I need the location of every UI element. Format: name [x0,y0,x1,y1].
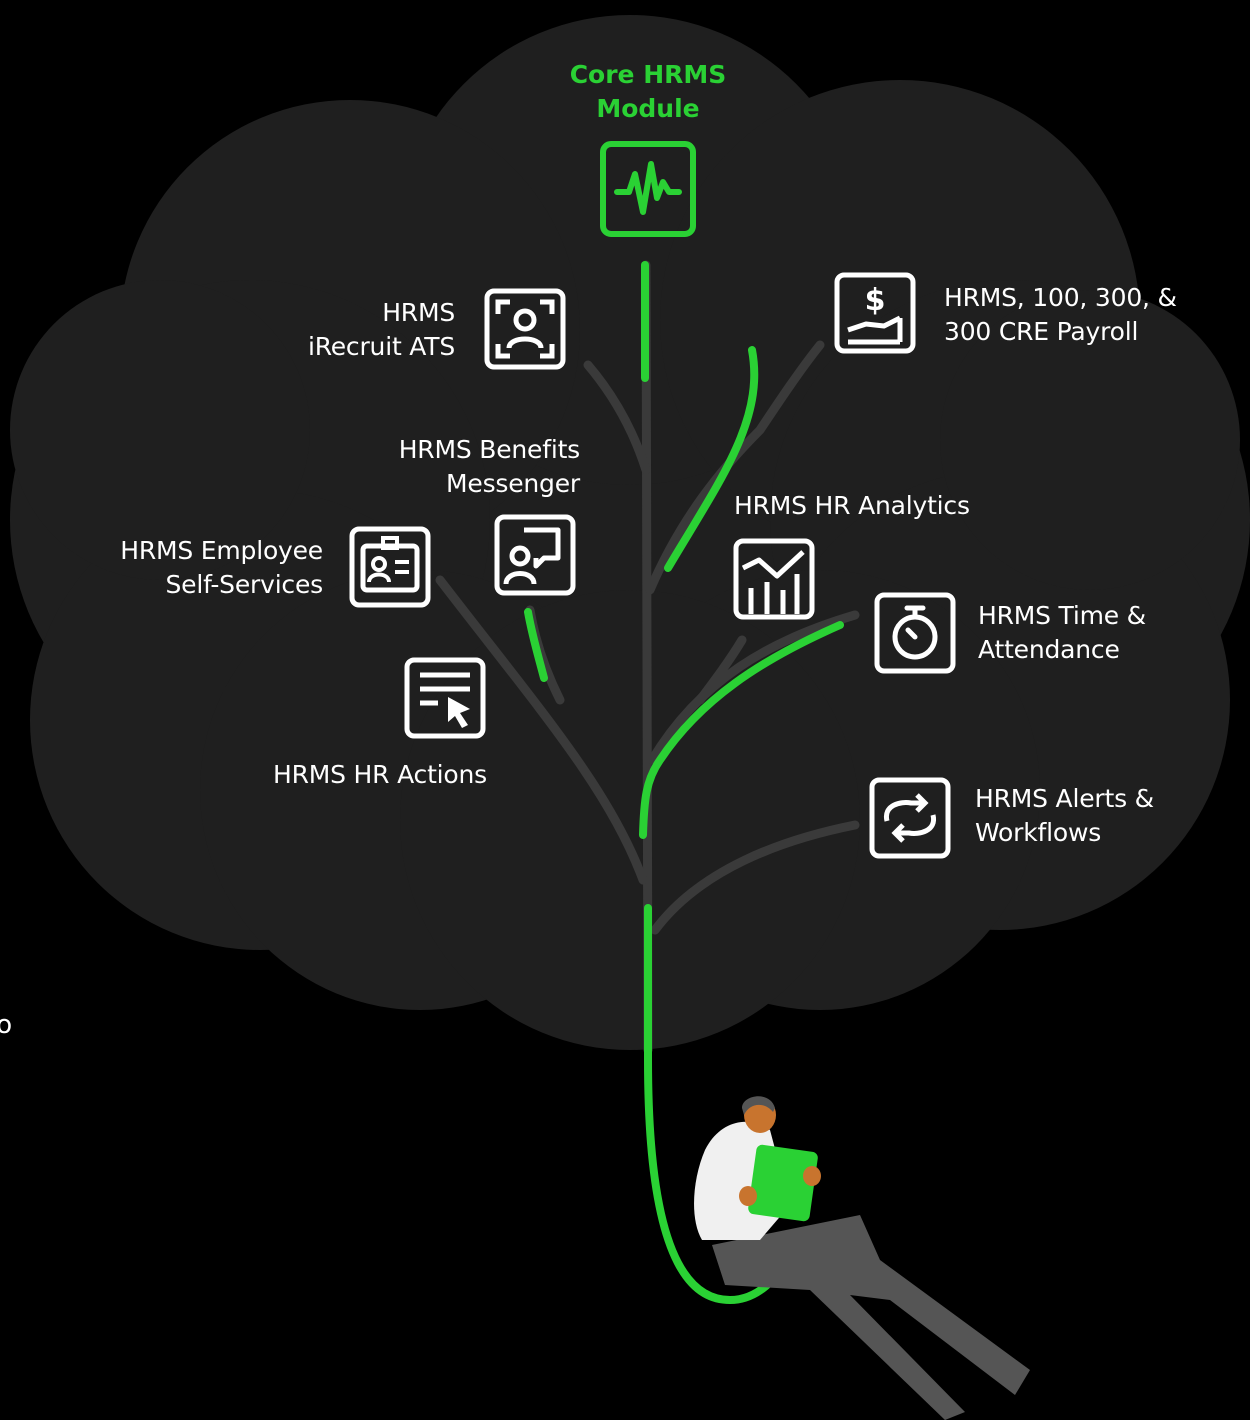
svg-text:$: $ [865,283,886,318]
selfservice-label-line2: Self-Services [165,570,324,599]
time-label-line1: HRMS Time & [978,601,1146,630]
selfservice-label: HRMS Employee Self-Services [80,534,323,602]
irecruit-label-line1: HRMS [382,298,455,327]
person-illustration [694,1096,1030,1420]
dollar-hand-icon: $ [834,272,916,354]
bar-chart-icon [733,538,815,620]
id-card-icon [349,526,431,608]
recruit-person-icon [484,288,566,370]
core-module-title: Core HRMS Module [548,58,748,126]
benefits-label-line1: HRMS Benefits [398,435,580,464]
actions-label: HRMS HR Actions [230,758,530,792]
alerts-label-line2: Workflows [975,818,1102,847]
stopwatch-icon [874,592,956,674]
alerts-label-line1: HRMS Alerts & [975,784,1154,813]
benefits-label-line2: Messenger [446,469,580,498]
analytics-label: HRMS HR Analytics [734,489,1014,523]
irecruit-label: HRMS iRecruit ATS [255,296,455,364]
irecruit-label-line2: iRecruit ATS [307,332,455,361]
payroll-label-line2: 300 CRE Payroll [944,317,1139,346]
time-label-line2: Attendance [978,635,1120,664]
payroll-label: HRMS, 100, 300, & 300 CRE Payroll [944,281,1224,349]
alerts-label: HRMS Alerts & Workflows [975,782,1215,850]
time-label: HRMS Time & Attendance [978,599,1218,667]
actions-label-line1: HRMS HR Actions [273,760,487,789]
pulse-monitor-icon [600,141,696,237]
payroll-label-line1: HRMS, 100, 300, & [944,283,1177,312]
document-cursor-icon [404,657,486,739]
core-title-line2: Module [596,94,700,123]
analytics-label-line1: HRMS HR Analytics [734,491,970,520]
core-title-line1: Core HRMS [569,60,727,89]
clipped-edge-text: to [0,1010,13,1040]
chat-person-icon [494,514,576,596]
refresh-cycle-icon [869,777,951,859]
selfservice-label-line1: HRMS Employee [120,536,323,565]
benefits-label: HRMS Benefits Messenger [360,433,580,501]
